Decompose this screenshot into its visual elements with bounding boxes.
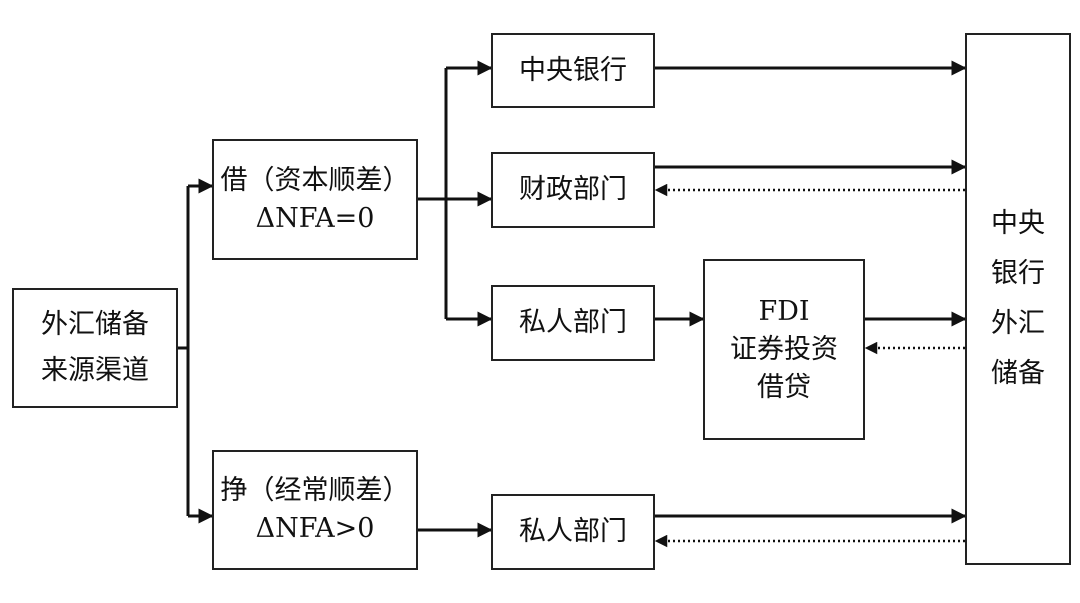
node-label: 私人部门 (519, 307, 627, 338)
node-label: 私人部门 (519, 516, 627, 547)
node-label: 财政部门 (519, 174, 627, 205)
node-label: 中央银行 (519, 54, 627, 86)
node-central-bank-fx-reserves: 中央 银行 外汇 储备 (965, 33, 1071, 565)
node-label: 借（资本顺差） (220, 164, 410, 196)
node-central-bank: 中央银行 (491, 33, 655, 108)
edge-borrow-branches (418, 68, 448, 319)
node-label: 外汇 (991, 308, 1045, 339)
node-borrow-capital-surplus: 借（资本顺差） ΔNFA=0 (212, 139, 418, 260)
node-label: 储备 (991, 358, 1045, 389)
node-fdi-securities-loans: FDI 证券投资 借贷 (703, 259, 865, 440)
node-label: 借贷 (757, 371, 811, 403)
node-label: 中央 (991, 208, 1045, 239)
edge-source-branches (178, 186, 190, 516)
node-label: 外汇储备 (41, 309, 149, 340)
node-finance-dept: 财政部门 (491, 152, 655, 228)
node-earn-current-surplus: 挣（经常顺差） ΔNFA>0 (212, 450, 418, 570)
node-label: 挣（经常顺差） (220, 475, 410, 506)
node-label: 证券投资 (730, 333, 838, 365)
node-reserve-sources: 外汇储备 来源渠道 (12, 288, 178, 408)
node-label: 来源渠道 (41, 355, 149, 386)
node-private-sector-2: 私人部门 (491, 494, 655, 570)
node-label: ΔNFA>0 (255, 513, 375, 544)
node-label: ΔNFA=0 (255, 202, 375, 234)
node-label: 银行 (991, 258, 1045, 289)
node-private-sector-1: 私人部门 (491, 285, 655, 361)
node-label: FDI (758, 295, 810, 327)
